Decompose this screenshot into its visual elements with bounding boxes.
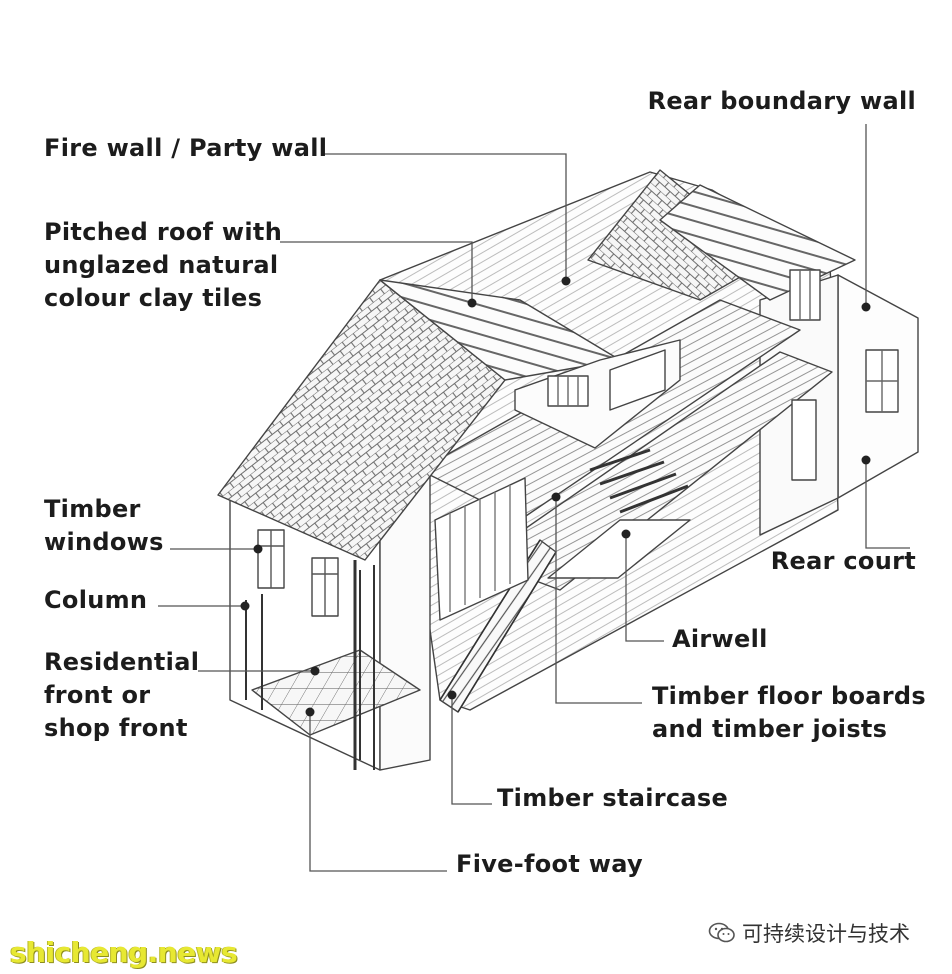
dot-timber-staircase bbox=[447, 690, 457, 700]
label-pitched-roof: Pitched roof with unglazed natural colou… bbox=[44, 216, 282, 315]
label-timber-floor-line-2: and timber joists bbox=[652, 715, 888, 743]
label-timber-floor: Timber floor boards and timber joists bbox=[652, 680, 926, 746]
dot-pitched-roof bbox=[467, 298, 477, 308]
leader-fire-wall bbox=[322, 153, 567, 278]
label-residential-front: Residential front or shop front bbox=[44, 646, 199, 745]
leader-timber-floor bbox=[555, 500, 642, 704]
dot-rear-court bbox=[861, 455, 871, 465]
dot-timber-floor bbox=[551, 492, 561, 502]
label-fire-wall: Fire wall / Party wall bbox=[44, 134, 328, 162]
dot-five-foot-way bbox=[305, 707, 315, 717]
leader-rear-court bbox=[865, 463, 910, 549]
label-timber-windows: Timber windows bbox=[44, 493, 164, 559]
wechat-icon bbox=[708, 922, 735, 943]
label-pitched-roof-line-2: unglazed natural bbox=[44, 251, 279, 279]
watermark-account-text: 可持续设计与技术 bbox=[742, 922, 910, 946]
dot-column bbox=[240, 601, 250, 611]
label-rear-court: Rear court bbox=[770, 547, 916, 575]
leader-five-foot-way bbox=[309, 712, 447, 872]
leader-timber-staircase bbox=[451, 698, 492, 805]
label-rear-boundary-wall: Rear boundary wall bbox=[647, 87, 916, 115]
label-timber-staircase: Timber staircase bbox=[497, 784, 729, 812]
label-five-foot-way: Five-foot way bbox=[456, 850, 643, 878]
label-residential-front-line-2: front or bbox=[44, 681, 151, 709]
dot-rear-boundary-wall bbox=[861, 302, 871, 312]
label-timber-floor-line-1: Timber floor boards bbox=[652, 682, 926, 710]
dot-residential-front bbox=[310, 666, 320, 676]
dot-fire-wall bbox=[561, 276, 571, 286]
leader-pitched-roof bbox=[280, 241, 473, 300]
dot-airwell bbox=[621, 529, 631, 539]
label-pitched-roof-line-1: Pitched roof with bbox=[44, 218, 283, 246]
watermark-site: shicheng.news bbox=[10, 936, 238, 969]
label-residential-front-line-1: Residential bbox=[44, 648, 200, 676]
label-residential-front-line-3: shop front bbox=[44, 714, 188, 742]
label-timber-windows-line-1: Timber bbox=[44, 495, 141, 523]
dot-timber-windows bbox=[253, 544, 263, 554]
label-pitched-roof-line-3: colour clay tiles bbox=[44, 284, 263, 312]
leader-airwell bbox=[625, 537, 664, 642]
label-airwell: Airwell bbox=[672, 625, 768, 653]
label-timber-windows-line-2: windows bbox=[44, 528, 164, 556]
watermark-account: 可持续设计与技术 bbox=[708, 918, 910, 948]
label-column: Column bbox=[44, 586, 148, 614]
